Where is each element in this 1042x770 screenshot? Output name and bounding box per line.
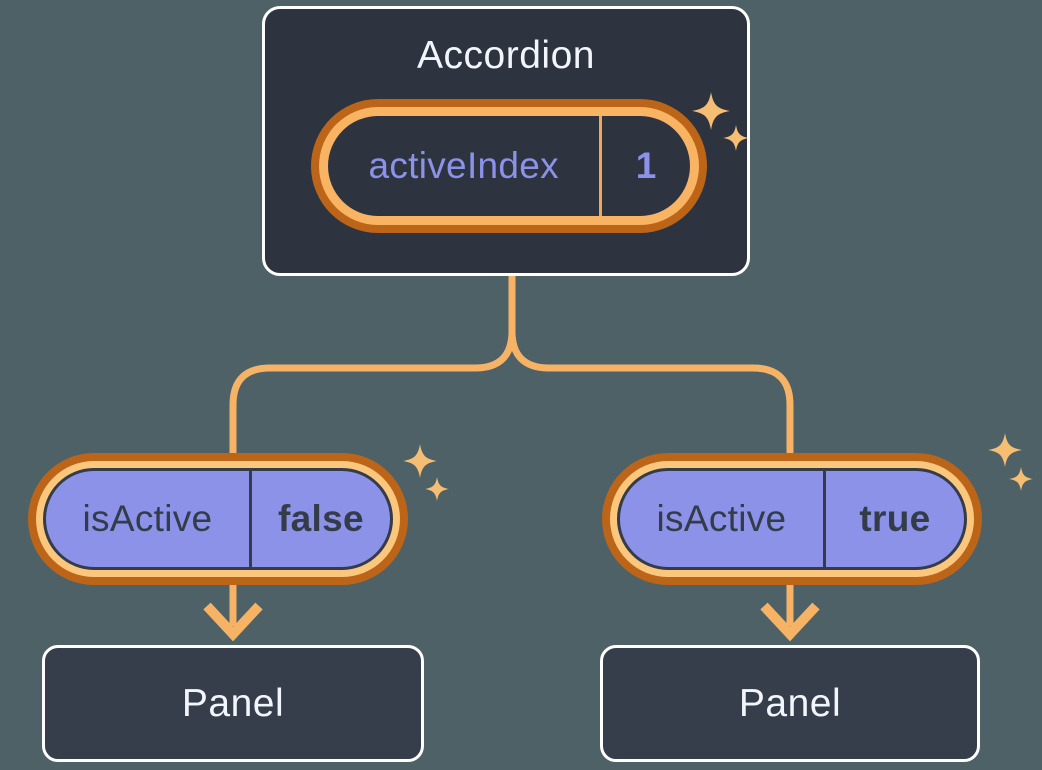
prop-pill-left: isActive false	[28, 453, 408, 585]
prop-pill-right: isActive true	[602, 453, 982, 585]
state-pill: activeIndex 1	[311, 99, 707, 233]
state-value: 1	[635, 145, 657, 186]
arrow-down-icon	[760, 602, 820, 642]
prop-pill-ring: isActive false	[36, 461, 400, 577]
pill-divider	[599, 116, 603, 216]
accordion-box: Accordion activeIndex 1	[262, 6, 750, 276]
state-pill-ring: activeIndex 1	[319, 107, 699, 225]
prop-pill-ring: isActive true	[610, 461, 974, 577]
panel-title: Panel	[738, 681, 842, 725]
accordion-title: Accordion	[417, 34, 595, 77]
pill-divider	[248, 471, 252, 567]
panel-box-right: Panel	[600, 645, 980, 762]
arrow-down-icon	[203, 602, 263, 642]
prop-label: isActive	[656, 498, 787, 539]
panel-title: Panel	[181, 681, 285, 725]
state-label: activeIndex	[368, 145, 559, 186]
prop-value: false	[278, 498, 364, 539]
prop-pill-body: isActive true	[617, 468, 967, 570]
prop-pill-body: isActive false	[43, 468, 393, 570]
state-pill-body: activeIndex 1	[328, 116, 690, 216]
panel-box-left: Panel	[42, 645, 424, 762]
prop-value: true	[859, 498, 931, 539]
prop-label: isActive	[82, 498, 213, 539]
pill-divider	[822, 471, 826, 567]
connector-right-branch	[508, 275, 794, 626]
connector-left-branch	[229, 275, 516, 626]
